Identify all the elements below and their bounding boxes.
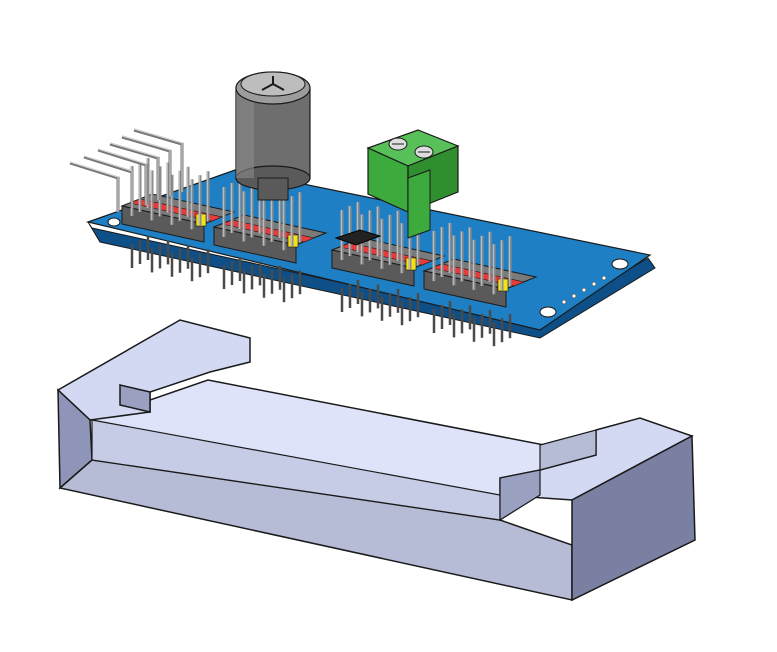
bracket-left-hook: [119, 384, 151, 413]
header-housing-front: [121, 205, 205, 243]
pin-header-group: [330, 202, 446, 326]
mounting-hole: [539, 306, 557, 318]
pin-header-group: [120, 158, 236, 282]
mounting-hole: [611, 258, 629, 270]
bracket-left-top: [56, 319, 251, 421]
ic-chip: [334, 229, 382, 246]
header-housing-front: [213, 226, 297, 264]
header-housing-front: [423, 270, 507, 308]
bracket-right-inner: [499, 469, 541, 522]
pin-header-group: [422, 223, 538, 347]
pad-row: [561, 275, 607, 305]
bracket-right-step: [539, 429, 597, 471]
header-housing-front: [331, 249, 415, 287]
right-angle-header-hl: [69, 128, 183, 212]
bracket-front-face: [58, 459, 573, 601]
mounting-bracket: [56, 319, 696, 602]
servo-driver-board: [69, 71, 656, 347]
bracket-right-front: [571, 434, 696, 602]
pcb-edge: [87, 221, 656, 339]
electrolytic-capacitor-icon: [235, 71, 311, 201]
pin-header-groups: [120, 158, 538, 347]
screw-terminal-icon: [366, 129, 460, 239]
mounting-hole: [107, 217, 121, 227]
pin-header-group: [212, 179, 328, 303]
